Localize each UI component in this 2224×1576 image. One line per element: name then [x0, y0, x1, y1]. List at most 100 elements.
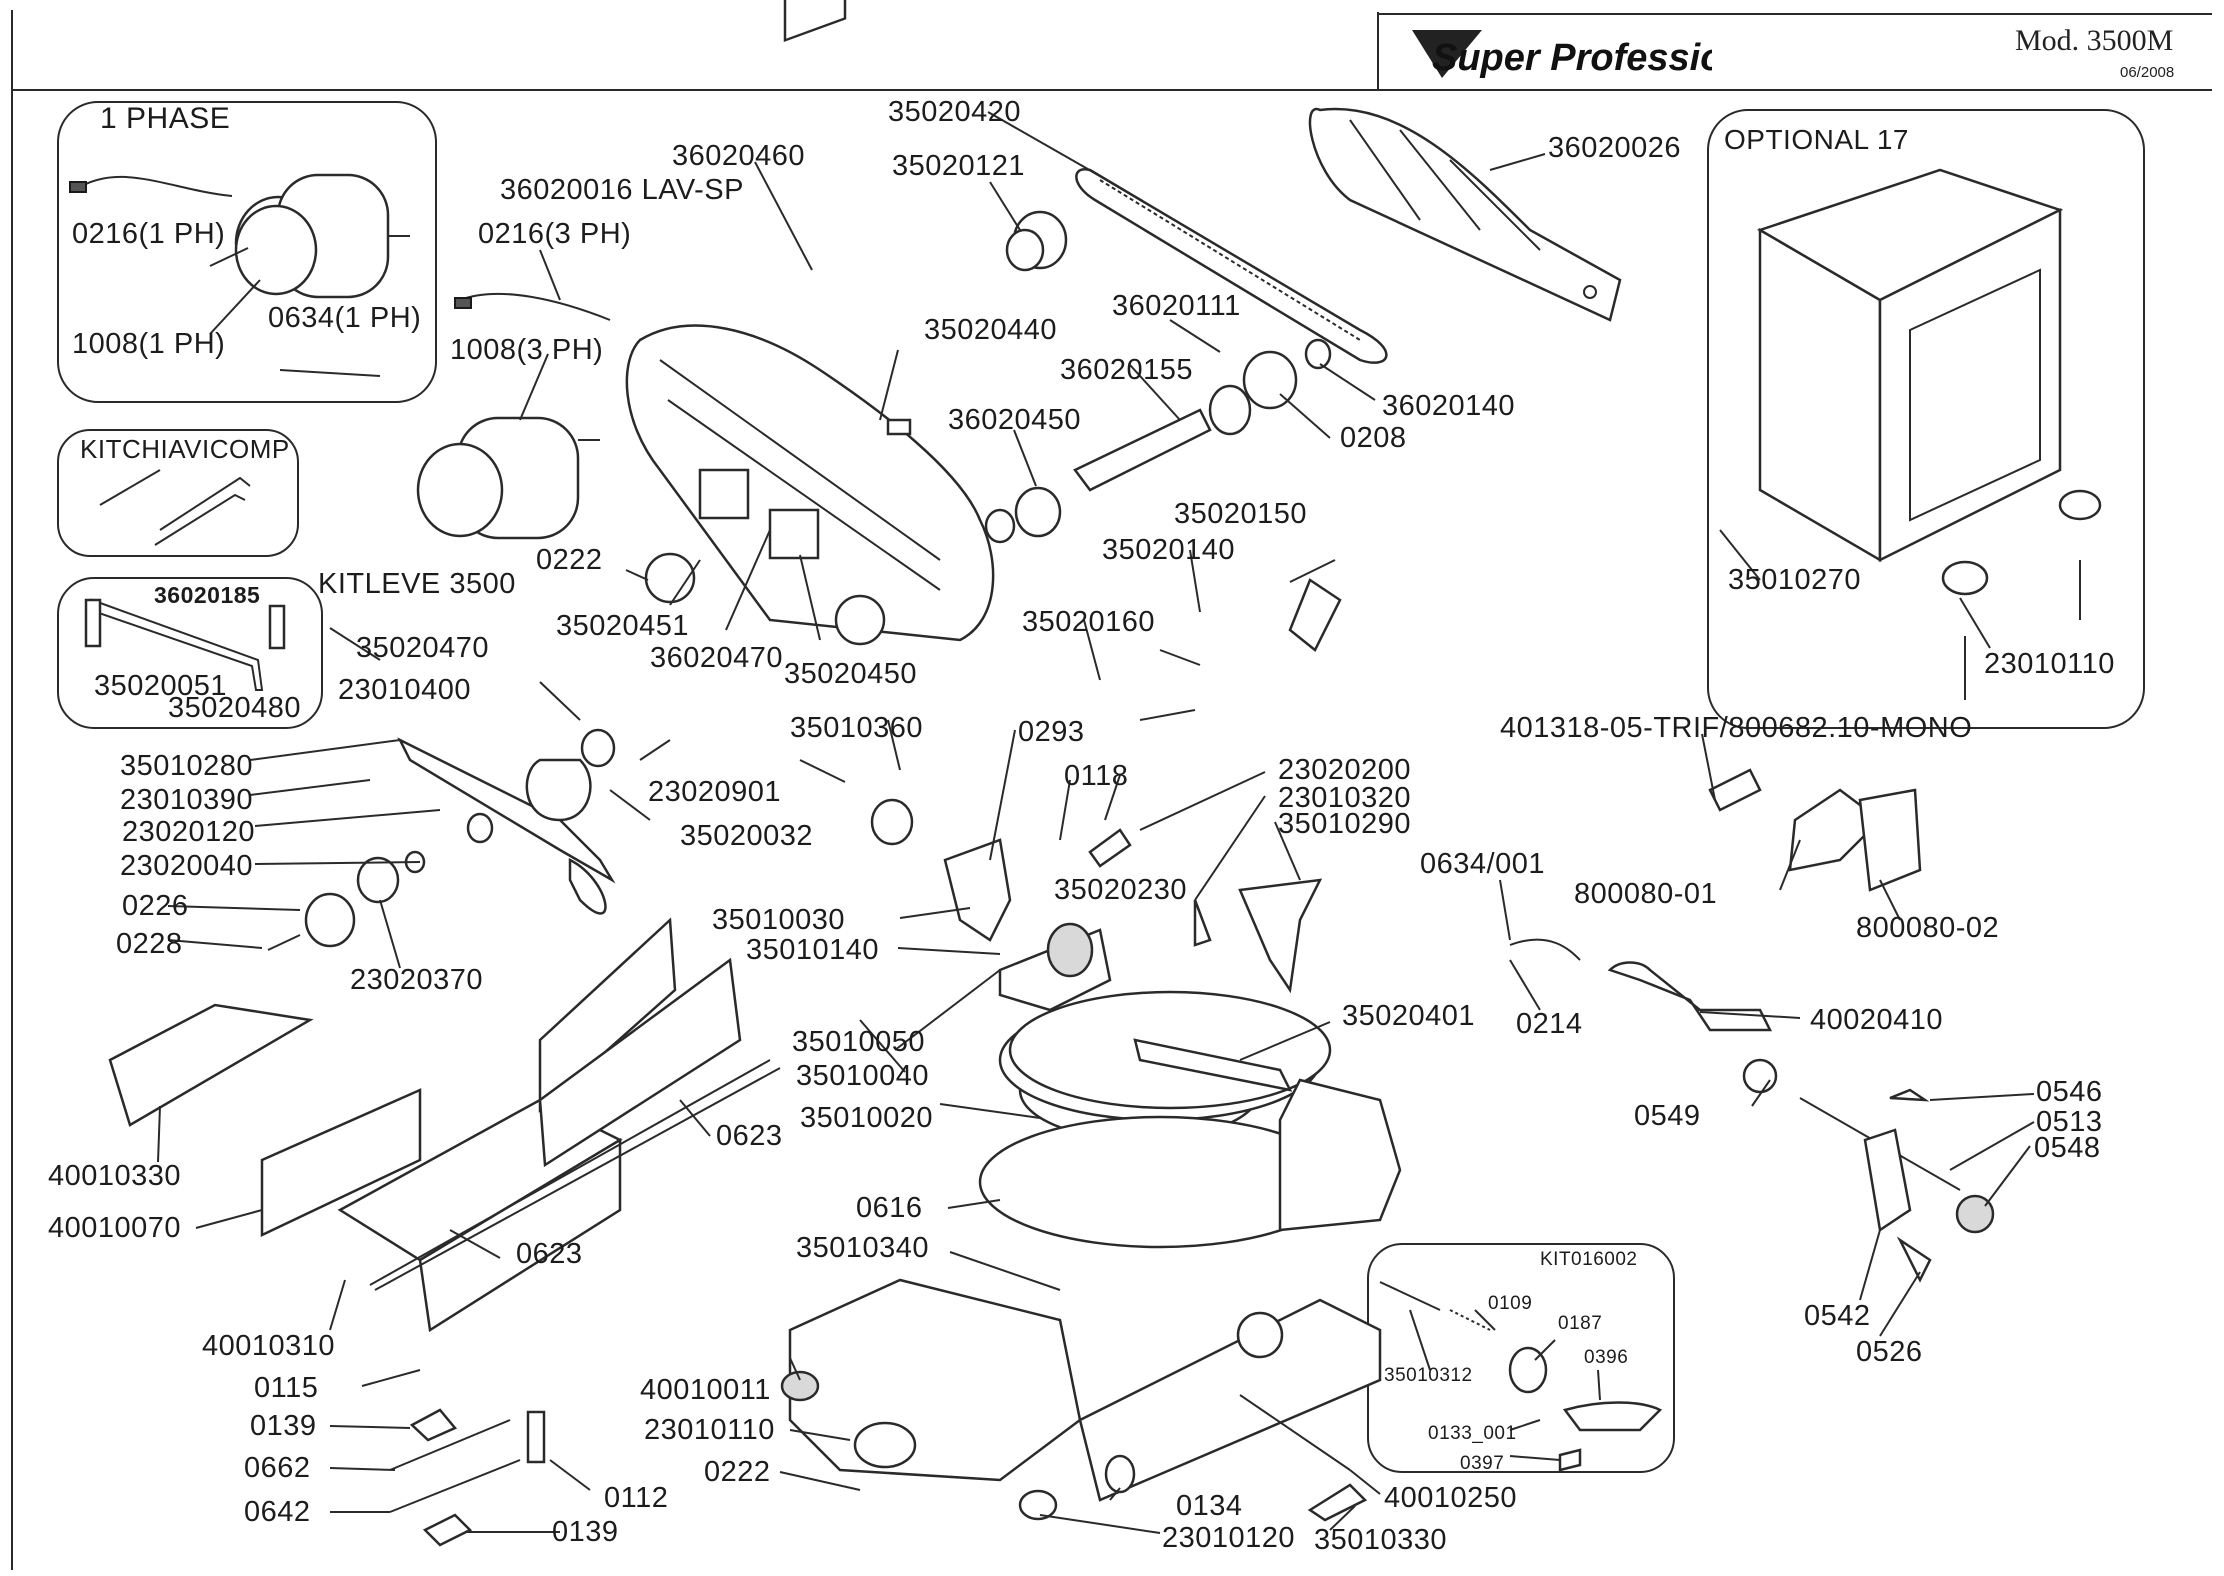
- part-label: 35010140: [746, 934, 880, 966]
- part-label: 36020470: [650, 642, 784, 674]
- part-label: 35020230: [1054, 874, 1188, 906]
- blade-plate: [108, 1003, 314, 1127]
- part-label: 0118: [1064, 760, 1129, 792]
- kit-keys-box: [57, 429, 299, 557]
- saw-base: [780, 1078, 1402, 1521]
- part-label: 0642: [244, 1496, 311, 1528]
- part-label: 40010330: [48, 1160, 182, 1192]
- handle-bar: [1607, 961, 1773, 1032]
- part-label: 23020040: [120, 850, 254, 882]
- head-bracket: [943, 838, 1112, 1012]
- part-label: 36020185: [154, 582, 261, 608]
- part-label: 35010020: [800, 1102, 934, 1134]
- part-label: 35010050: [792, 1026, 926, 1058]
- part-label: 0208: [1340, 422, 1407, 454]
- part-label: 40010011: [640, 1374, 771, 1406]
- part-label: 0134: [1176, 1490, 1243, 1522]
- belt: [1075, 167, 1388, 364]
- phase-box: [57, 101, 437, 403]
- revision-date: 06/2008: [2120, 64, 2175, 81]
- part-label: 0616: [856, 1192, 923, 1224]
- part-label: 35020440: [924, 314, 1058, 346]
- part-label: 35020150: [1174, 498, 1308, 530]
- part-label: 40020410: [1810, 1004, 1944, 1036]
- part-label: 0634(1 PH): [268, 302, 422, 334]
- part-label: 0226: [122, 890, 189, 922]
- part-label: 0216(1 PH): [72, 218, 226, 250]
- part-label: 35020121: [892, 150, 1026, 182]
- part-label: 40010250: [1384, 1482, 1518, 1514]
- optional-box-title: OPTIONAL 17: [1724, 124, 1909, 155]
- part-label: 35020420: [888, 96, 1022, 128]
- part-label: 0293: [1018, 716, 1085, 748]
- part-label: 35010270: [1728, 564, 1862, 596]
- part-label: 23020200: [1278, 754, 1412, 786]
- part-label: 0115: [254, 1372, 319, 1404]
- optional-cabinet: [1756, 168, 2102, 700]
- part-label: 1008(1 PH): [72, 328, 226, 360]
- part-label: 0662: [244, 1452, 311, 1484]
- part-label: 40010070: [48, 1212, 182, 1244]
- belt-cover: [1308, 107, 1622, 322]
- part-label: 23020120: [122, 816, 256, 848]
- part-label: 0228: [116, 928, 183, 960]
- part-label: 0214: [1516, 1008, 1583, 1040]
- shaft: [984, 338, 1332, 544]
- part-label: 0546: [2036, 1076, 2103, 1108]
- motor-1ph: [234, 173, 410, 299]
- part-label: 35020470: [356, 632, 490, 664]
- part-label: 0216(3 PH): [478, 218, 632, 250]
- switch-assembly: [1708, 768, 1922, 892]
- model-number: Mod. 3500M: [2015, 24, 2174, 57]
- part-label: 0634/001: [1420, 848, 1545, 880]
- kit-lever-title: KITLEVE 3500: [318, 568, 516, 600]
- part-label: 0396: [1584, 1347, 1629, 1368]
- part-label: 0109: [1488, 1293, 1533, 1314]
- part-label: 35020160: [1022, 606, 1156, 638]
- fence: [260, 917, 781, 1333]
- part-label: 35010280: [120, 750, 254, 782]
- part-label: 36020460: [672, 140, 806, 172]
- optional-box: [1707, 109, 2145, 729]
- part-label: 23010400: [338, 674, 472, 706]
- part-label: 401318-05-TRIF/800682.10-MONO: [1500, 712, 1973, 744]
- part-label: 0513: [2036, 1106, 2103, 1138]
- part-label: 23010390: [120, 784, 254, 816]
- part-label: 35020140: [1102, 534, 1236, 566]
- part-label: 800080-02: [1856, 912, 2000, 944]
- part-label: 0548: [2034, 1132, 2101, 1164]
- part-label: 0623: [516, 1238, 583, 1270]
- part-label: 36020026: [1548, 132, 1682, 164]
- part-label: 35020051: [94, 670, 228, 702]
- part-label: 35010312: [1384, 1365, 1473, 1386]
- part-label: 36020111: [1112, 290, 1241, 322]
- part-label: 0139: [250, 1410, 317, 1442]
- part-label: 35010040: [796, 1060, 930, 1092]
- part-label: 0526: [1856, 1336, 1923, 1368]
- part-label: 35020480: [168, 692, 302, 724]
- part-label: 23020901: [648, 776, 782, 808]
- part-label: 23010120: [1162, 1522, 1296, 1554]
- kit-lever-box: [57, 577, 323, 729]
- part-label: 1008(3 PH): [450, 334, 604, 366]
- part-label: 0139: [552, 1516, 619, 1548]
- turntable: [978, 990, 1342, 1249]
- kit-keys-title: KITCHIAVICOMP: [80, 434, 290, 464]
- leader-lines: [157, 111, 2035, 1534]
- part-label: 35010030: [712, 904, 846, 936]
- phase-box-title: 1 PHASE: [100, 102, 231, 135]
- part-label: 23010110: [1984, 648, 2115, 680]
- part-label: 35020450: [784, 658, 918, 690]
- part-label: 23010320: [1278, 782, 1412, 814]
- brand-logo: Super Professional: [1412, 26, 1780, 84]
- clamp-assembly: [1742, 1058, 1995, 1283]
- brand-logo-text: Super Professional: [1432, 37, 1712, 79]
- part-label: 35010330: [1314, 1524, 1448, 1556]
- part-label: 36020140: [1382, 390, 1516, 422]
- pulley-small: [1005, 210, 1068, 272]
- part-label: 35010340: [796, 1232, 930, 1264]
- part-label: 0549: [1634, 1100, 1701, 1132]
- part-label: 40010310: [202, 1330, 336, 1362]
